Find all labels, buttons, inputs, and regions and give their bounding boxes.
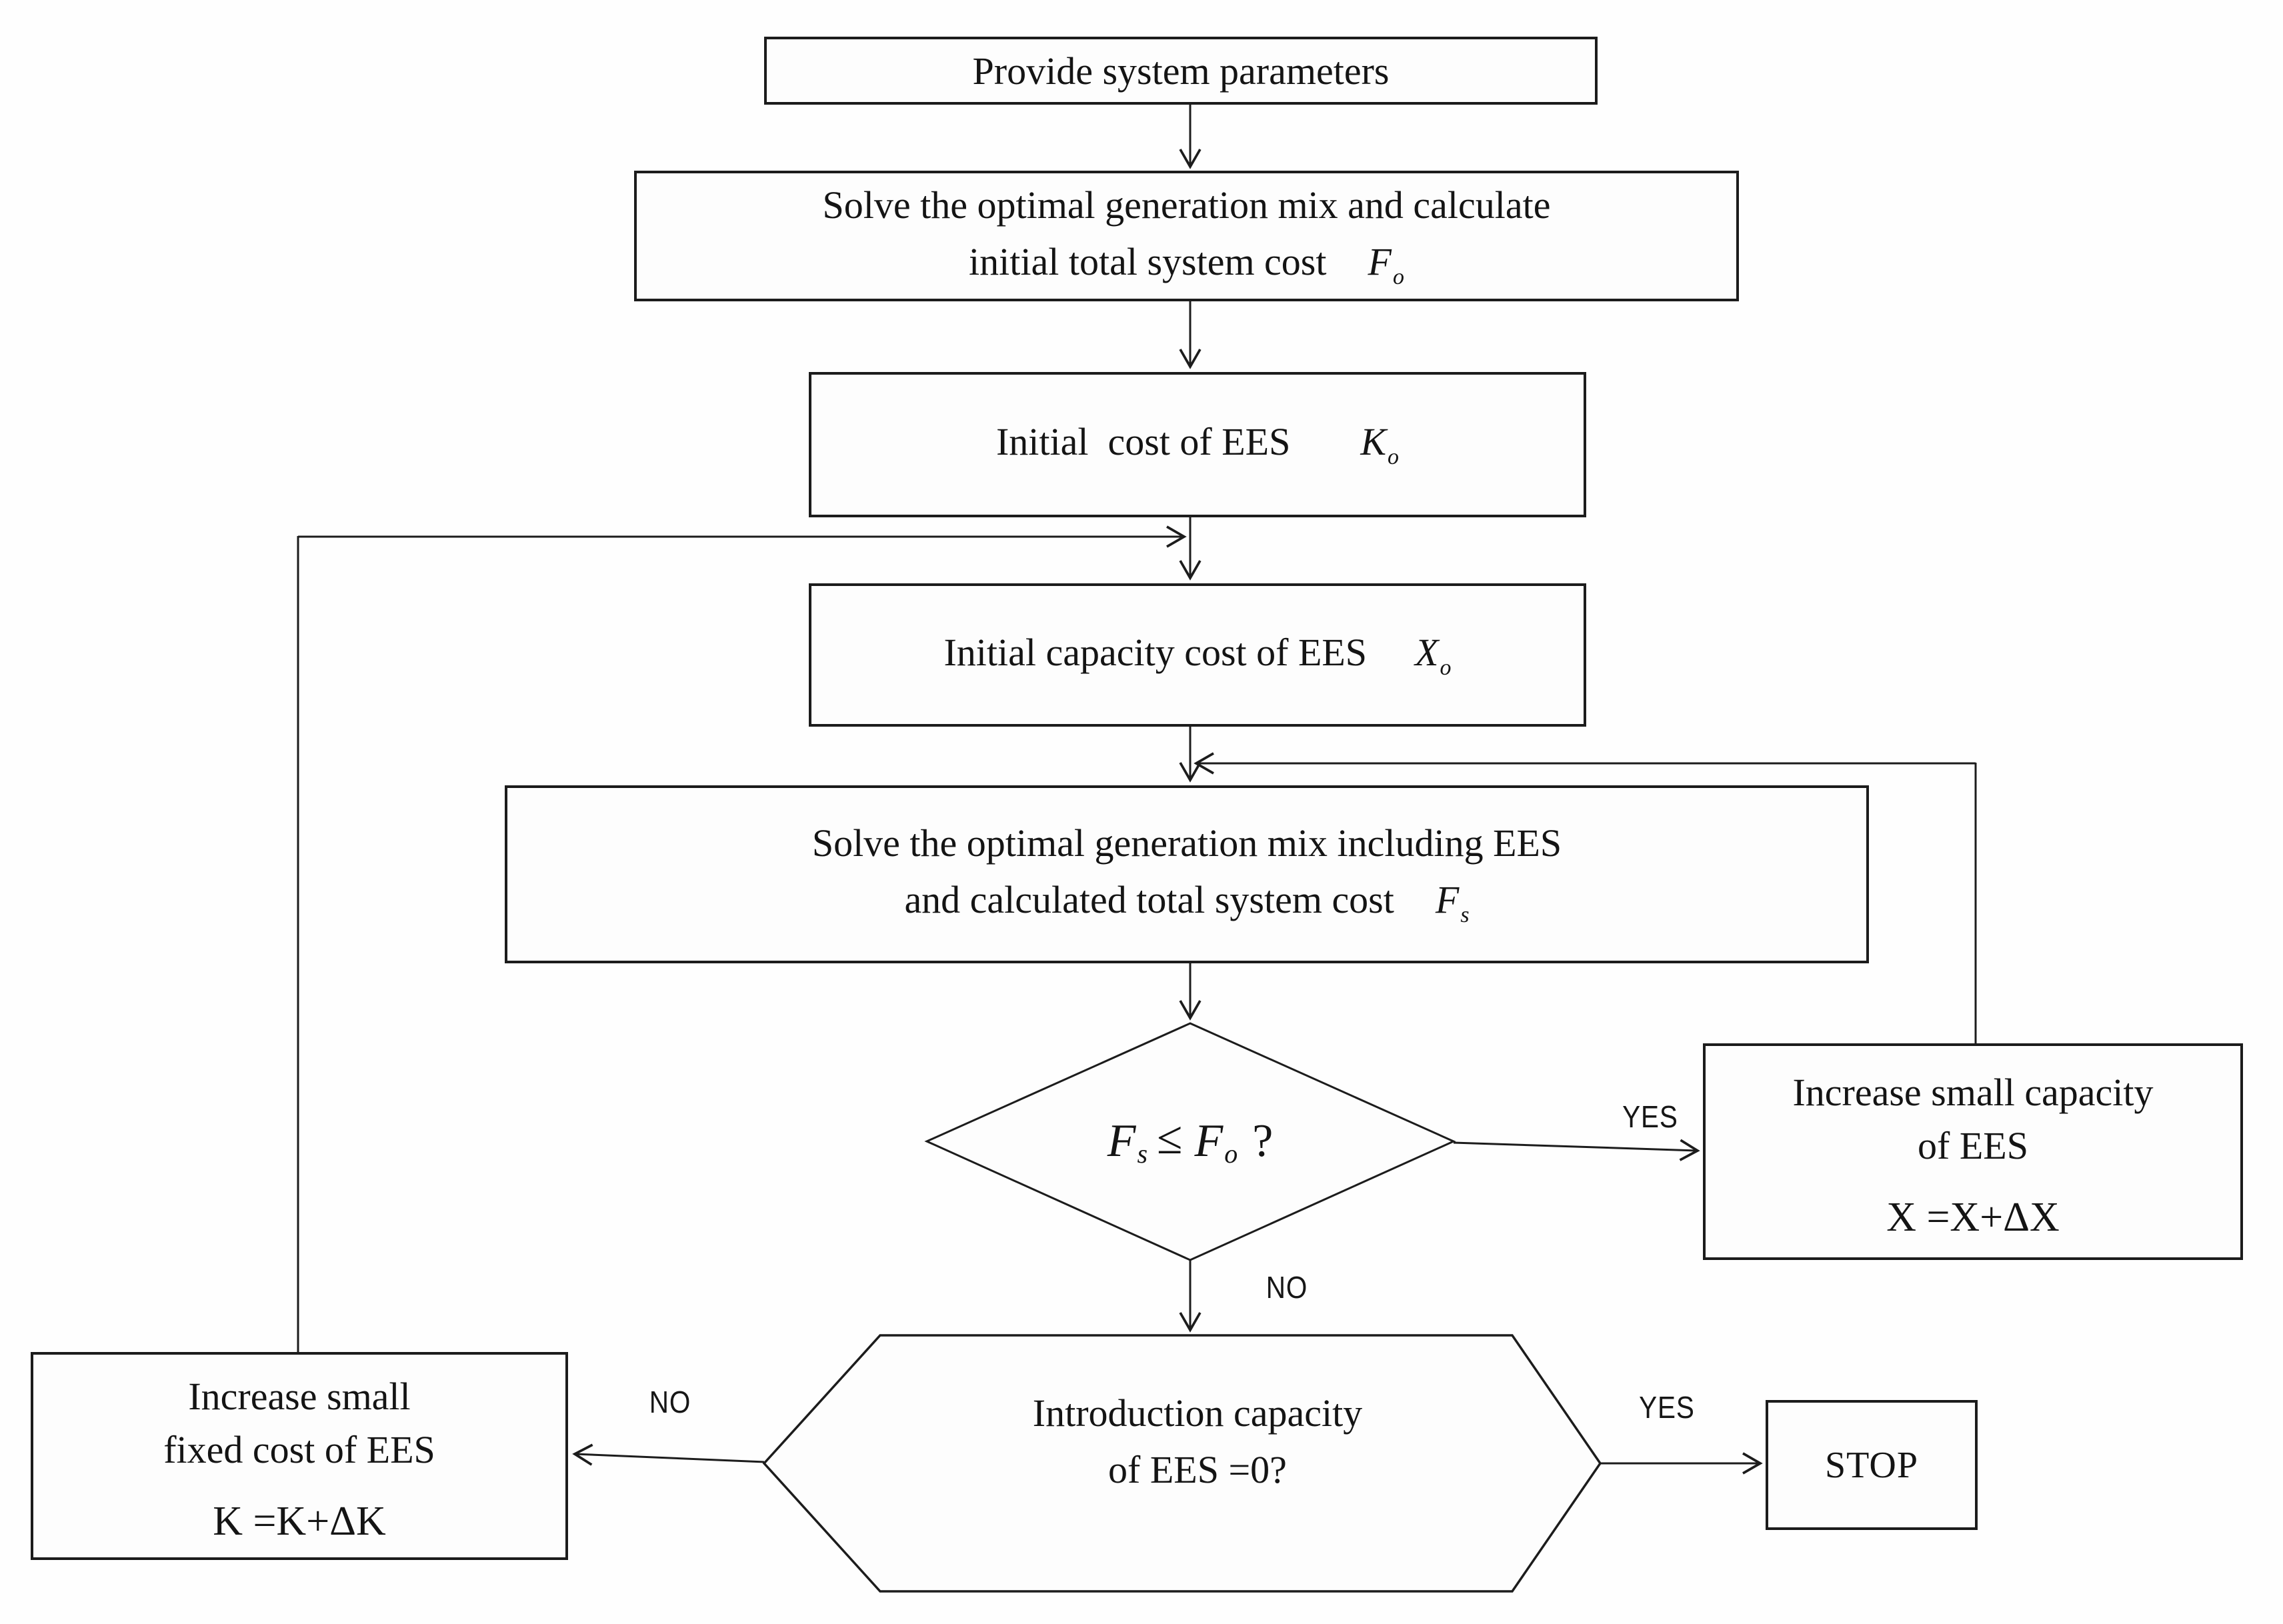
node-initial-cost-line: Initial cost of EES Ko (996, 413, 1399, 476)
edge-decision-yes (1453, 1139, 1700, 1161)
node-increase-capacity-ees: Increase small capacity of EES X =X+ΔX (1703, 1043, 2243, 1260)
node-provide-parameters-text: Provide system parameters (972, 49, 1390, 93)
node-solve-ees-line1: Solve the optimal generation mix includi… (811, 821, 1562, 865)
node-solve-ees-line2: and calculated total system cost Fs (904, 871, 1469, 934)
node-initial-cost-ees: Initial cost of EES Ko (809, 372, 1586, 517)
symbol-letter: F (1368, 239, 1392, 283)
label-decision-yes: YES (1622, 1099, 1678, 1134)
symbol-F-system: Fs (1436, 871, 1470, 934)
node-solve-initial-line2-text: initial total system cost (969, 239, 1327, 283)
condition-question-mark: ? (1252, 1115, 1274, 1167)
label-decision-no: NO (1266, 1270, 1308, 1305)
node-increase-fixed-cost-ees: Increase small fixed cost of EES K =K+ΔK (31, 1352, 568, 1560)
node-initial-cost-text: Initial cost of EES (995, 420, 1291, 463)
symbol-subscript: o (1388, 445, 1400, 470)
node-solve-mix-including-ees: Solve the optimal generation mix includi… (505, 785, 1869, 963)
introduction-hexagon-shape (762, 1334, 1602, 1593)
condition-rhs: F (1194, 1115, 1224, 1167)
node-initial-capacity-cost-ees: Initial capacity cost of EES Xo (809, 583, 1586, 727)
node-increase-fixed-line1: Increase small (188, 1375, 411, 1418)
symbol-letter: F (1435, 878, 1460, 921)
symbol-subscript: o (1440, 655, 1452, 680)
node-introduction-line1: Introduction capacity (1032, 1391, 1363, 1435)
node-stop: STOP (1766, 1400, 1978, 1530)
node-solve-ees-line2-text: and calculated total system cost (904, 878, 1394, 921)
symbol-K-initial: Ko (1360, 413, 1399, 476)
label-introduction-yes: YES (1639, 1390, 1695, 1425)
condition-operator: ≤ (1157, 1113, 1183, 1164)
edge-introduction-no (572, 1443, 765, 1466)
symbol-letter: X (1415, 630, 1439, 674)
condition-rhs-subscript: o (1224, 1138, 1238, 1169)
decision-diamond-shape (924, 1022, 1456, 1261)
node-increase-capacity-line2: of EES (1918, 1123, 2028, 1167)
node-solve-initial-line1: Solve the optimal generation mix and cal… (822, 183, 1551, 227)
label-introduction-no: NO (649, 1385, 691, 1419)
node-solve-initial-mix: Solve the optimal generation mix and cal… (634, 171, 1739, 301)
formula-increase-capacity: X =X+ΔX (1886, 1194, 2060, 1240)
symbol-subscript: s (1460, 903, 1470, 928)
condition-lhs: F (1107, 1115, 1136, 1167)
node-increase-fixed-line2: fixed cost of EES (163, 1428, 435, 1471)
symbol-X-initial: Xo (1415, 624, 1451, 687)
condition-lhs-subscript: s (1137, 1138, 1148, 1169)
node-introduction-line2: of EES =0? (1108, 1448, 1287, 1491)
node-increase-capacity-line1: Increase small capacity (1792, 1070, 2154, 1114)
node-solve-initial-line2: initial total system cost Fo (969, 233, 1404, 296)
node-stop-text: STOP (1825, 1444, 1918, 1486)
node-initial-capacity-text: Initial capacity cost of EES (943, 630, 1368, 674)
symbol-letter: K (1360, 420, 1387, 463)
symbol-subscript: o (1392, 264, 1404, 289)
symbol-F-initial: Fo (1368, 233, 1404, 296)
decision-introduction-capacity: Introduction capacity of EES =0? (931, 1375, 1464, 1508)
formula-increase-fixed-cost: K =K+ΔK (213, 1499, 386, 1544)
node-provide-parameters: Provide system parameters (764, 37, 1598, 105)
node-initial-capacity-line: Initial capacity cost of EES Xo (943, 624, 1451, 687)
